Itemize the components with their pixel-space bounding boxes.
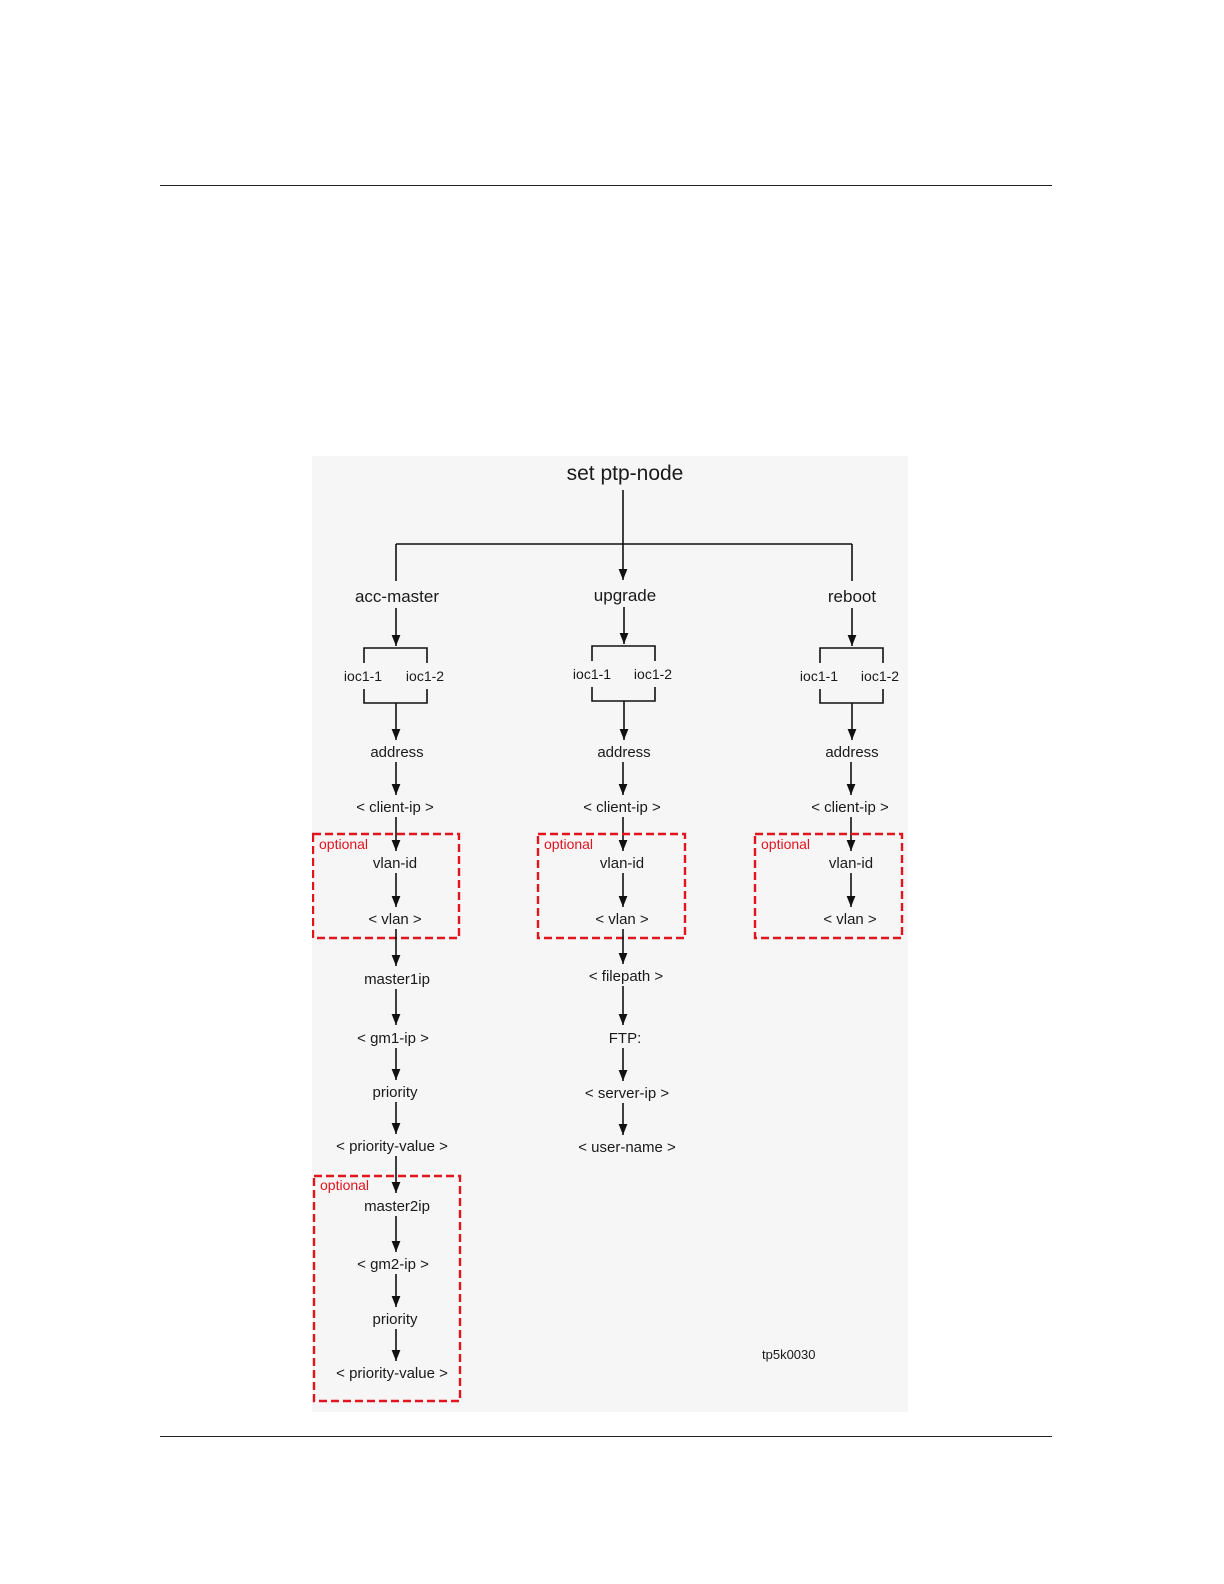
- footer-rule: [160, 1436, 1052, 1437]
- acc-master-ioc1-1-label: ioc1-1: [344, 668, 382, 684]
- reboot-vlan-id-label: vlan-id: [829, 855, 873, 872]
- root-command-label: set ptp-node: [567, 462, 684, 485]
- acc-master-priority-value-label: < priority-value >: [336, 1138, 448, 1155]
- acc-master-ioc1-2-label: ioc1-2: [406, 668, 444, 684]
- acc-master-gm2-ip-label: < gm2-ip >: [357, 1256, 429, 1273]
- reboot-ioc1-1-label: ioc1-1: [800, 668, 838, 684]
- acc-master-gm1-ip-label: < gm1-ip >: [357, 1030, 429, 1047]
- acc-master-client-ip-label: < client-ip >: [356, 799, 434, 816]
- acc-master-optional-label-1: optional: [319, 836, 368, 852]
- upgrade-server-ip-label: < server-ip >: [585, 1085, 669, 1102]
- reboot-client-ip-label: < client-ip >: [811, 799, 889, 816]
- upgrade-branch: upgrade ioc1-1 ioc1-2 address < client-i…: [536, 586, 687, 1156]
- reboot-optional-box: [753, 832, 904, 940]
- upgrade-client-ip-label: < client-ip >: [583, 799, 661, 816]
- acc-master-optional-box-1: [312, 832, 461, 940]
- acc-master-address-label: address: [370, 744, 423, 761]
- reboot-ioc1-2-label: ioc1-2: [861, 668, 899, 684]
- upgrade-address-label: address: [597, 744, 650, 761]
- acc-master-master2ip-label: master2ip: [364, 1198, 430, 1215]
- upgrade-ioc1-2-label: ioc1-2: [634, 666, 672, 682]
- command-tree-figure: set ptp-node acc-master ioc1-1 ioc1-2 ad…: [312, 456, 908, 1412]
- acc-master-vlan-id-label: vlan-id: [373, 855, 417, 872]
- header-rule: [160, 185, 1052, 186]
- upgrade-ftp-label: FTP:: [609, 1030, 642, 1047]
- acc-master-optional-label-2: optional: [320, 1177, 369, 1193]
- upgrade-vlan-label: < vlan >: [595, 911, 649, 928]
- reboot-vlan-label: < vlan >: [823, 911, 877, 928]
- command-tree-diagram: set ptp-node acc-master ioc1-1 ioc1-2 ad…: [312, 462, 904, 1403]
- figure-id-label: tp5k0030: [762, 1347, 816, 1362]
- reboot-address-label: address: [825, 744, 878, 761]
- upgrade-filepath-label: < filepath >: [589, 968, 663, 985]
- upgrade-optional-label: optional: [544, 836, 593, 852]
- acc-master-priority-value-label-2: < priority-value >: [336, 1365, 448, 1382]
- upgrade-label: upgrade: [594, 586, 656, 605]
- acc-master-label: acc-master: [355, 587, 439, 606]
- acc-master-priority-label-2: priority: [372, 1311, 418, 1328]
- reboot-optional-label: optional: [761, 836, 810, 852]
- upgrade-ioc1-1-label: ioc1-1: [573, 666, 611, 682]
- reboot-branch: reboot ioc1-1 ioc1-2 address < client-ip…: [753, 587, 904, 940]
- upgrade-user-name-label: < user-name >: [578, 1139, 676, 1156]
- acc-master-master1ip-label: master1ip: [364, 971, 430, 988]
- acc-master-optional-box-2: [312, 1174, 462, 1403]
- root-connector: [395, 490, 853, 581]
- upgrade-vlan-id-label: vlan-id: [600, 855, 644, 872]
- reboot-label: reboot: [828, 587, 876, 606]
- acc-master-branch: acc-master ioc1-1 ioc1-2 address < clien…: [312, 587, 462, 1403]
- upgrade-optional-box: [536, 832, 687, 940]
- acc-master-vlan-label: < vlan >: [368, 911, 422, 928]
- acc-master-priority-label: priority: [372, 1084, 418, 1101]
